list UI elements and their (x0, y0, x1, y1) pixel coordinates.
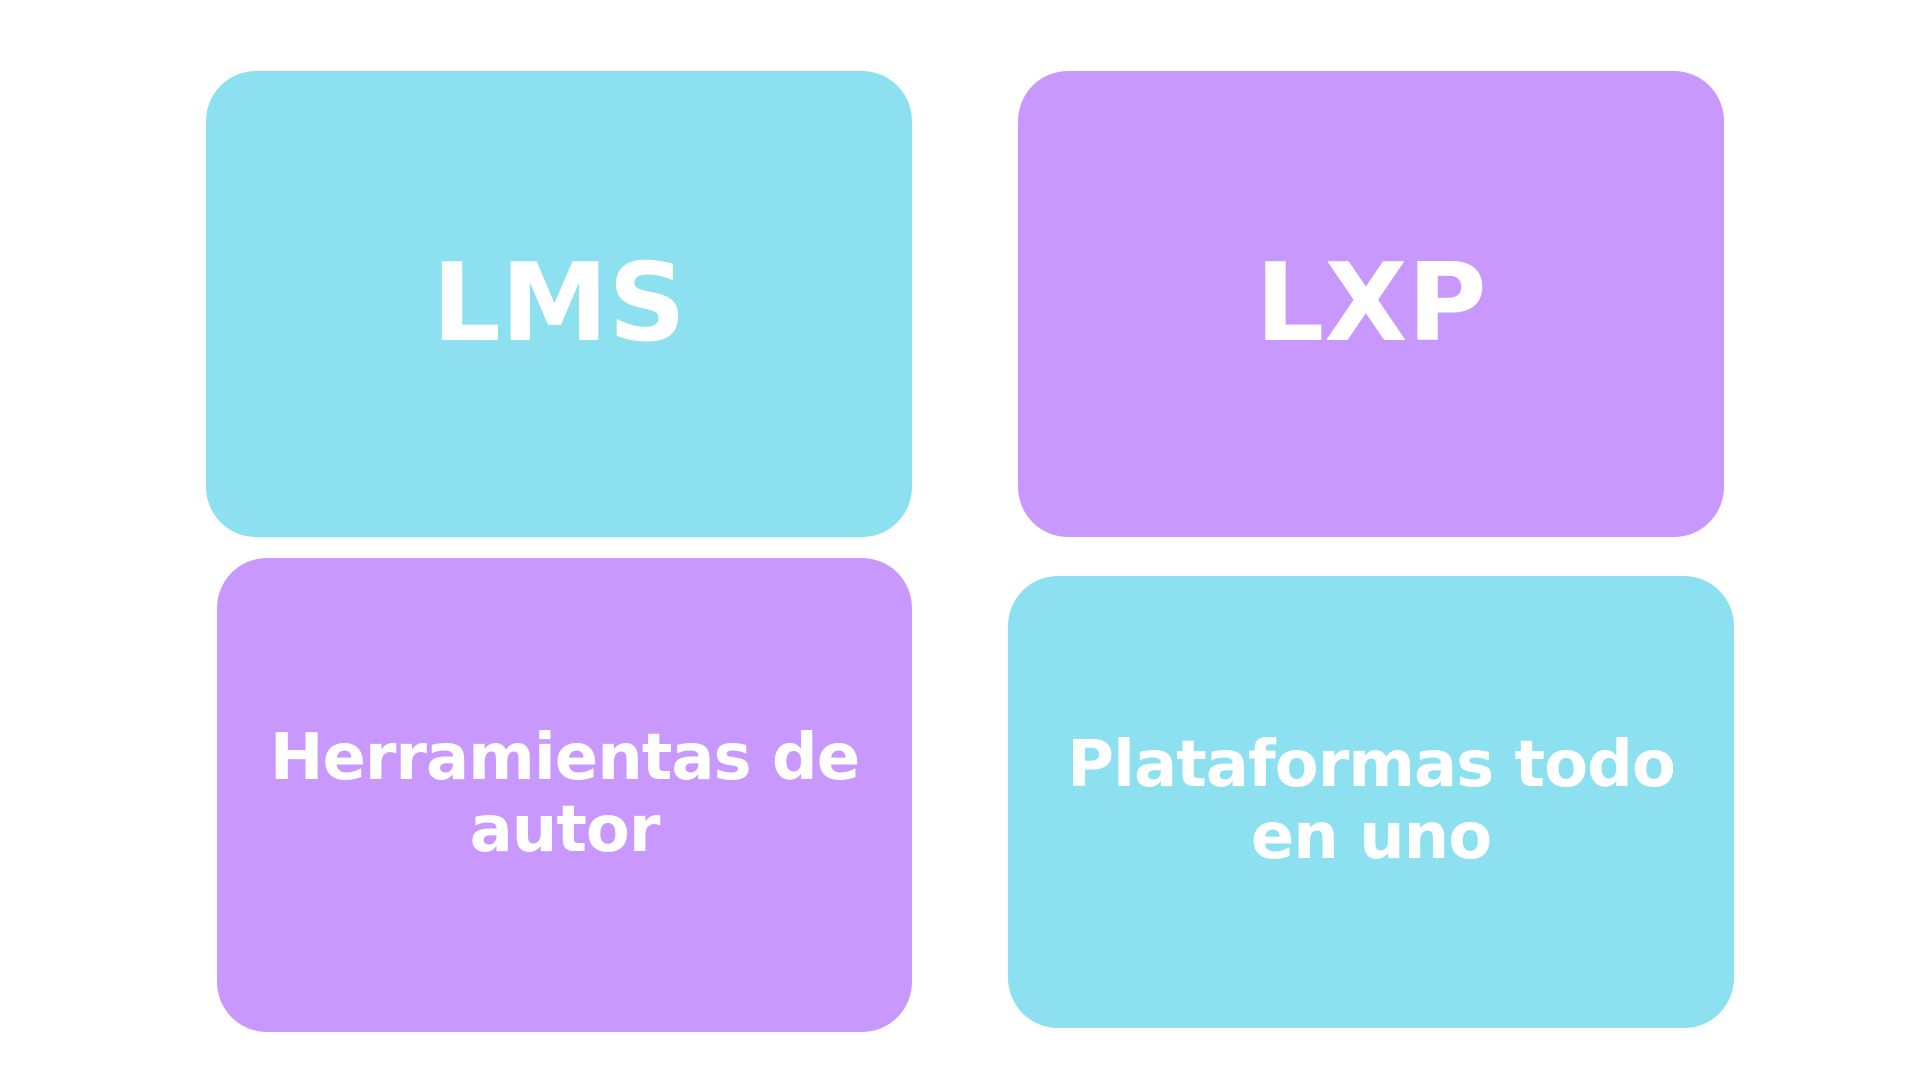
authoring-tools-card-label: Herramientas de autor (269, 721, 860, 867)
lxp-card: LXP (1018, 71, 1724, 537)
authoring-tools-card: Herramientas de autor (217, 558, 912, 1032)
lxp-card-label: LXP (1255, 241, 1487, 366)
lms-card: LMS (206, 71, 912, 537)
lms-card-label: LMS (431, 241, 687, 366)
all-in-one-platforms-card-label: Plataformas todo en uno (1067, 728, 1676, 874)
all-in-one-platforms-card: Plataformas todo en uno (1008, 576, 1734, 1028)
